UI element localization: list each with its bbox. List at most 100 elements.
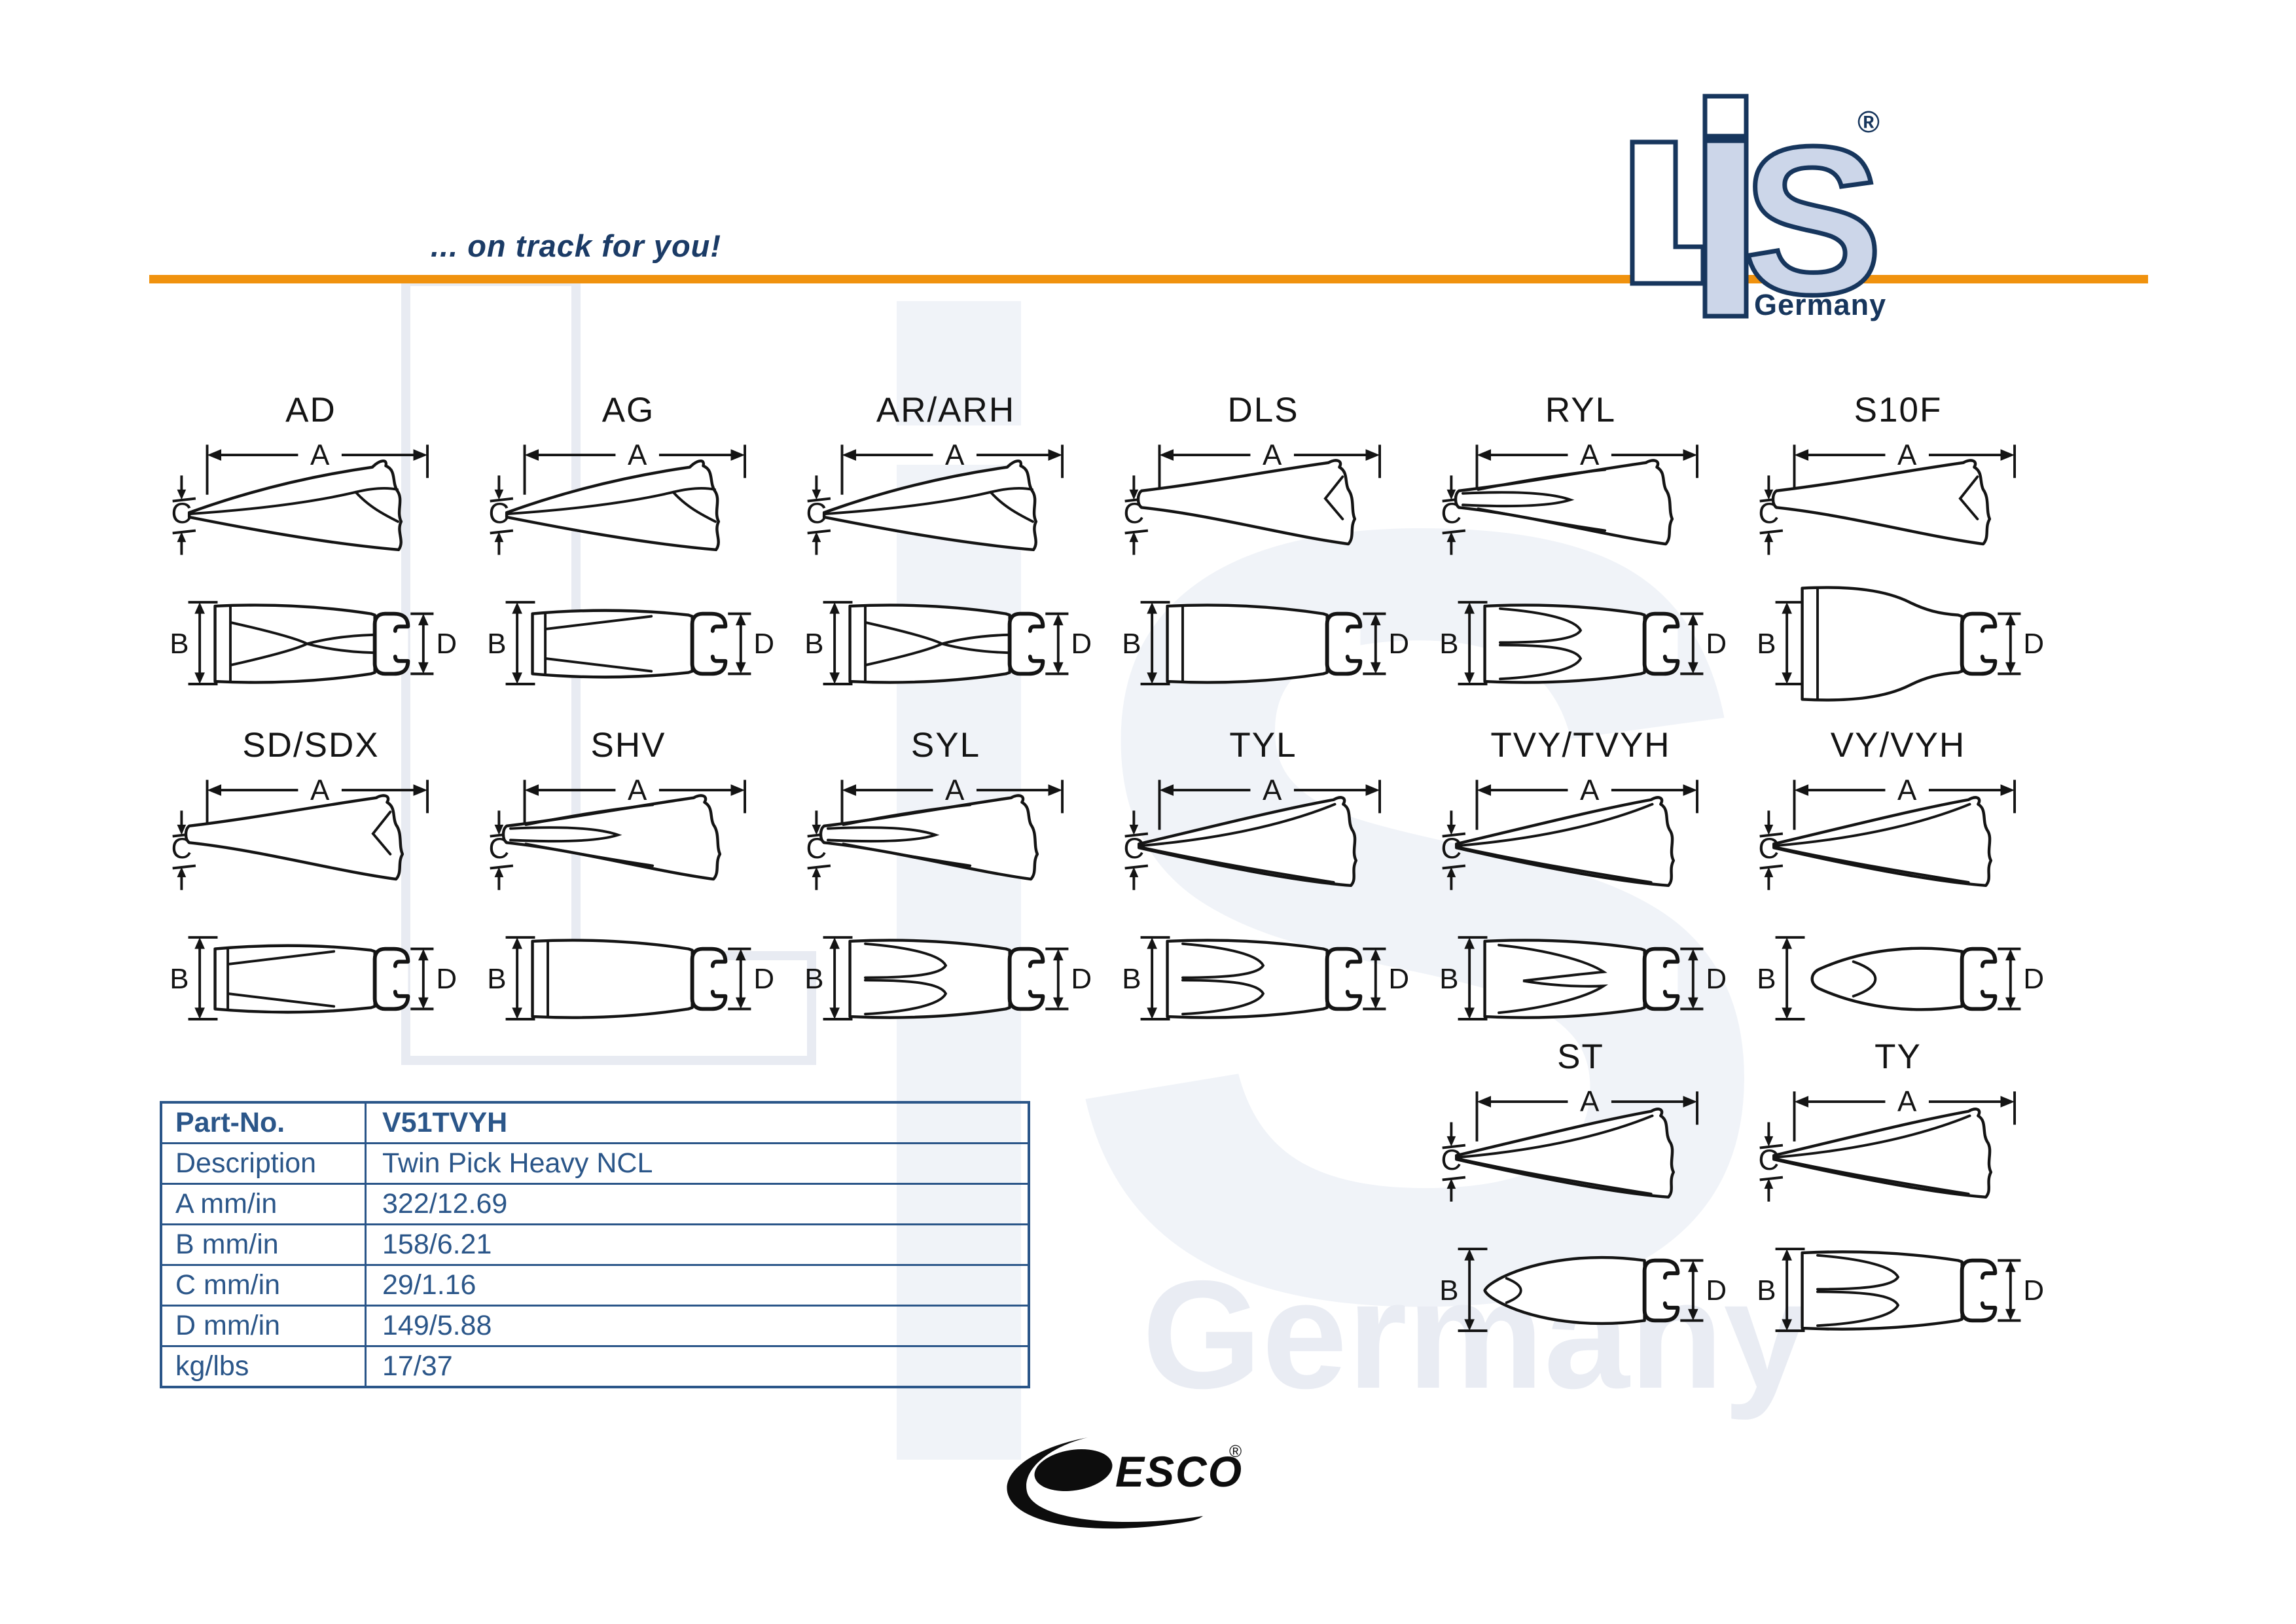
tooth-plan-outline — [213, 604, 376, 684]
tagline: ... on track for you! — [430, 228, 722, 263]
tooth-profile — [184, 794, 404, 881]
tooth-profile — [1771, 459, 1992, 546]
tooth-plan-detail — [229, 605, 375, 683]
dimension-b: B — [804, 936, 853, 1020]
tooth-plan-view: B D — [1122, 601, 1409, 685]
tooth-side-view: A C — [1123, 439, 1381, 555]
tooth-plan-detail — [1505, 1277, 1522, 1304]
dimension-a: A — [1793, 774, 2016, 830]
tooth-side-view: A C — [1758, 1086, 2016, 1202]
c-clamp-profile — [1325, 611, 1363, 676]
tooth-profile — [1772, 1108, 1993, 1199]
dimension-a: A — [840, 439, 1064, 495]
tooth-profile-detail — [823, 486, 1034, 523]
spec-row-value: 29/1.16 — [365, 1264, 1030, 1307]
tooth-plan-detail — [1852, 960, 1877, 998]
dimension-b: B — [1757, 936, 1805, 1020]
dim-b-letter: B — [1122, 963, 1141, 995]
logo-i-stem — [1702, 138, 1749, 319]
diagram-cell: TYL A C — [1109, 725, 1417, 1046]
tooth-profile-detail — [188, 486, 399, 523]
dimension-d: D — [1680, 947, 1727, 1011]
dim-d-letter: D — [2023, 963, 2044, 995]
tooth-plan-outline — [848, 939, 1011, 1019]
dimension-c: C — [1123, 810, 1149, 890]
tooth-plan-view: B D — [1757, 936, 2044, 1020]
dimension-b: B — [170, 601, 218, 685]
diagram-label: TY — [1874, 1038, 1922, 1076]
diagram-label: DLS — [1227, 391, 1299, 429]
logo-registered-mark: ® — [1857, 105, 1880, 139]
tooth-plan-view: B D — [170, 936, 457, 1020]
diagram-cell: SHV A C — [475, 725, 782, 1046]
spec-table-row: Part-No. V51TVYH — [160, 1101, 1030, 1144]
dimension-b: B — [487, 936, 535, 1020]
diagram-cell: SD/SDX A C — [157, 725, 465, 1046]
tooth-profile — [1136, 459, 1357, 546]
dimension-d: D — [1363, 947, 1409, 1011]
tooth-profile-detail — [1773, 1114, 1971, 1195]
spec-row-value: 158/6.21 — [365, 1223, 1030, 1266]
dim-a-letter: A — [310, 774, 330, 806]
dimension-b: B — [1122, 601, 1170, 685]
diagram-cell: AR/ARH A C — [792, 390, 1100, 711]
watermark-country-text: Germany — [1142, 1248, 1809, 1420]
spec-row-label: Description — [160, 1142, 367, 1185]
tooth-profile — [822, 460, 1038, 552]
dim-d-letter: D — [753, 963, 774, 995]
tooth-plan-view: B D — [487, 601, 774, 685]
tooth-plan-detail — [1499, 607, 1583, 681]
dim-d-letter: D — [1388, 628, 1409, 660]
dim-d-letter: D — [2023, 628, 2044, 660]
spec-row-label: B mm/in — [160, 1223, 367, 1266]
tooth-plan-detail — [1181, 942, 1265, 1016]
dim-a-letter: A — [1580, 1086, 1600, 1118]
dim-b-letter: B — [170, 963, 188, 995]
tooth-plan-view: B D — [1439, 936, 1727, 1020]
tooth-profile-detail — [1138, 803, 1336, 884]
tooth-profile-detail — [1456, 803, 1654, 884]
dim-d-letter: D — [1706, 963, 1727, 995]
diagram-label: AD — [285, 391, 336, 429]
c-clamp-profile — [690, 611, 728, 676]
tooth-profile — [1455, 796, 1676, 888]
c-clamp-profile — [1960, 1258, 1998, 1323]
dimension-b: B — [1757, 601, 1805, 685]
dimension-d: D — [1363, 612, 1409, 676]
diagram-label: VY/VYH — [1830, 726, 1966, 765]
diagram-cell: AG A C — [475, 390, 782, 711]
tooth-profile-detail — [1462, 468, 1607, 532]
tooth-profile-detail — [371, 810, 392, 856]
dimension-a: A — [1475, 439, 1698, 495]
dimension-d: D — [1045, 612, 1092, 676]
esco-wordmark: ESCO — [1115, 1447, 1243, 1496]
dimension-d: D — [728, 612, 774, 676]
tooth-plan-view: B D — [1757, 1248, 2044, 1332]
dimension-b: B — [1757, 1248, 1805, 1332]
dimension-a: A — [206, 439, 429, 495]
spec-row-label: Part-No. — [160, 1101, 367, 1144]
dim-d-letter: D — [753, 628, 774, 660]
spec-table-row: A mm/in 322/12.69 — [160, 1183, 1030, 1225]
diagram-label: AR/ARH — [876, 391, 1016, 429]
dimension-d: D — [1680, 1259, 1727, 1322]
diagram-cell: ST A C — [1427, 1037, 1734, 1358]
logo-i-dot — [1702, 94, 1749, 139]
tooth-plan-view: B D — [487, 936, 774, 1020]
dim-d-letter: D — [1706, 1274, 1727, 1307]
diagram-label: RYL — [1545, 391, 1617, 429]
tooth-profile-detail — [506, 486, 717, 523]
tooth-plan-detail — [864, 942, 948, 1016]
esco-registered-mark: ® — [1229, 1441, 1242, 1461]
tooth-side-view: A C — [171, 774, 429, 890]
tooth-plan-detail — [544, 613, 653, 675]
dimension-b: B — [1439, 601, 1488, 685]
diagram-label: S10F — [1854, 391, 1943, 429]
tooth-profile — [1138, 796, 1358, 888]
dimension-b: B — [1439, 1248, 1488, 1332]
dimension-c: C — [171, 475, 196, 555]
tooth-plan-outline — [213, 944, 376, 1014]
diagram-cell: SYL A C — [792, 725, 1100, 1046]
dim-b-letter: B — [1122, 628, 1141, 660]
tooth-side-view: A C — [1441, 774, 1698, 890]
